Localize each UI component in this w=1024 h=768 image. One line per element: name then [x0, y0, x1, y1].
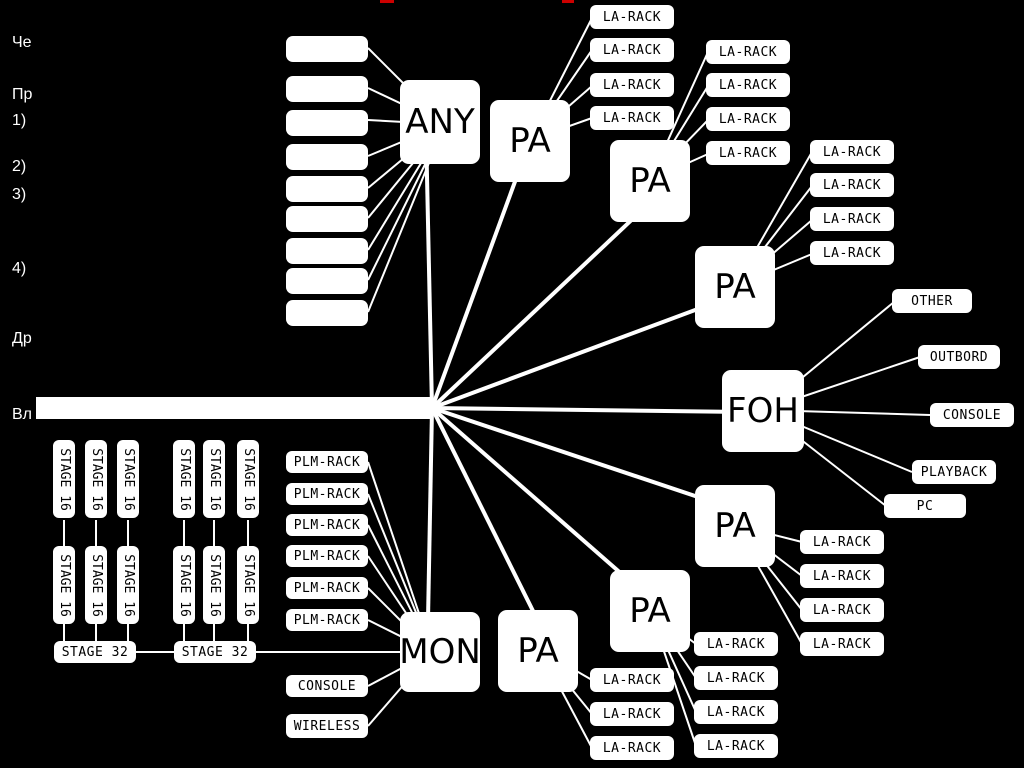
foh-other-label: OTHER [892, 289, 972, 313]
la-rack-label: LA-RACK [810, 140, 894, 164]
stage-16-box: STAGE 16 [117, 440, 139, 518]
plm-rack-label: PLM-RACK [286, 514, 368, 536]
pa-node-4: PA [695, 485, 775, 567]
stage-16-box: STAGE 16 [173, 546, 195, 624]
blank-label-6 [286, 206, 368, 232]
plm-rack-label: PLM-RACK [286, 451, 368, 473]
blank-label-4 [286, 144, 368, 170]
cable-foh [431, 406, 746, 414]
blank-label-3 [286, 110, 368, 136]
plm-rack-label: PLM-RACK [286, 577, 368, 599]
side-text-8: Вл [12, 406, 33, 423]
stage-16-box: STAGE 16 [237, 440, 259, 518]
mon-console-label: CONSOLE [286, 675, 368, 697]
cable-any [424, 129, 434, 409]
side-text-7: Др [12, 330, 32, 347]
la-rack-label: LA-RACK [590, 106, 674, 130]
foh-console-label: CONSOLE [930, 403, 1014, 427]
stage-16-box: STAGE 16 [237, 546, 259, 624]
pa-node-2: PA [610, 140, 690, 222]
la-rack-label: LA-RACK [694, 666, 778, 690]
cable-pa1 [430, 167, 522, 409]
la-rack-label: LA-RACK [706, 107, 790, 131]
mon-node: MON [399, 612, 481, 692]
cable-mon [426, 407, 434, 621]
stage-16-box: STAGE 16 [85, 440, 107, 518]
stage-16-box: STAGE 16 [203, 440, 225, 518]
cable-pa2 [430, 210, 642, 410]
blank-label-2 [286, 76, 368, 102]
cable-pa3 [431, 298, 723, 410]
cable-pa6 [430, 407, 542, 626]
stage-16-box: STAGE 16 [85, 546, 107, 624]
stage-32-box: STAGE 32 [54, 641, 136, 663]
foh-node: FOH [722, 370, 804, 452]
la-rack-label: LA-RACK [590, 668, 674, 692]
la-rack-label: LA-RACK [706, 40, 790, 64]
stage-16-box: STAGE 16 [173, 440, 195, 518]
pa-node-3: PA [695, 246, 775, 328]
foh-outbord-label: OUTBORD [918, 345, 1000, 369]
la-rack-label: LA-RACK [800, 632, 884, 656]
side-text-4: 2) [12, 158, 27, 175]
side-text-1: Че [12, 34, 32, 51]
red-mark-left [380, 0, 394, 3]
la-rack-label: LA-RACK [810, 207, 894, 231]
side-text-5: 3) [12, 186, 27, 203]
la-rack-label: LA-RACK [590, 73, 674, 97]
la-rack-label: LA-RACK [590, 38, 674, 62]
blank-label-7 [286, 238, 368, 264]
any-node: ANY [400, 80, 480, 164]
plm-rack-label: PLM-RACK [286, 483, 368, 505]
foh-pc-label: PC [884, 494, 966, 518]
la-rack-label: LA-RACK [800, 598, 884, 622]
la-rack-label: LA-RACK [706, 141, 790, 165]
blank-label-8 [286, 268, 368, 294]
la-rack-label: LA-RACK [810, 173, 894, 197]
la-rack-label: LA-RACK [694, 734, 778, 758]
blank-label-9 [286, 300, 368, 326]
red-mark-right [562, 0, 574, 3]
pa-node-1: PA [490, 100, 570, 182]
la-rack-label: LA-RACK [810, 241, 894, 265]
stage-32-box: STAGE 32 [174, 641, 256, 663]
stage-16-box: STAGE 16 [53, 546, 75, 624]
la-rack-label: LA-RACK [694, 632, 778, 656]
side-text-3: 1) [12, 112, 27, 129]
cable-pa4 [431, 406, 723, 507]
la-rack-label: LA-RACK [694, 700, 778, 724]
stage-16-box: STAGE 16 [203, 546, 225, 624]
cable-pa5 [430, 406, 642, 592]
la-rack-label: LA-RACK [590, 702, 674, 726]
la-rack-label: LA-RACK [706, 73, 790, 97]
la-rack-label: LA-RACK [800, 530, 884, 554]
side-text-6: 4) [12, 260, 27, 277]
side-text-2: Пр [12, 86, 33, 103]
blank-label-5 [286, 176, 368, 202]
la-rack-label: LA-RACK [590, 736, 674, 760]
stage-16-box: STAGE 16 [117, 546, 139, 624]
plm-rack-label: PLM-RACK [286, 609, 368, 631]
la-rack-label: LA-RACK [590, 5, 674, 29]
pa-node-6: PA [498, 610, 578, 692]
pa-node-5: PA [610, 570, 690, 652]
blank-label-1 [286, 36, 368, 62]
la-rack-label: LA-RACK [800, 564, 884, 588]
plm-rack-label: PLM-RACK [286, 545, 368, 567]
foh-playback-label: PLAYBACK [912, 460, 996, 484]
mon-wireless-label: WIRELESS [286, 714, 368, 738]
stage-16-box: STAGE 16 [53, 440, 75, 518]
